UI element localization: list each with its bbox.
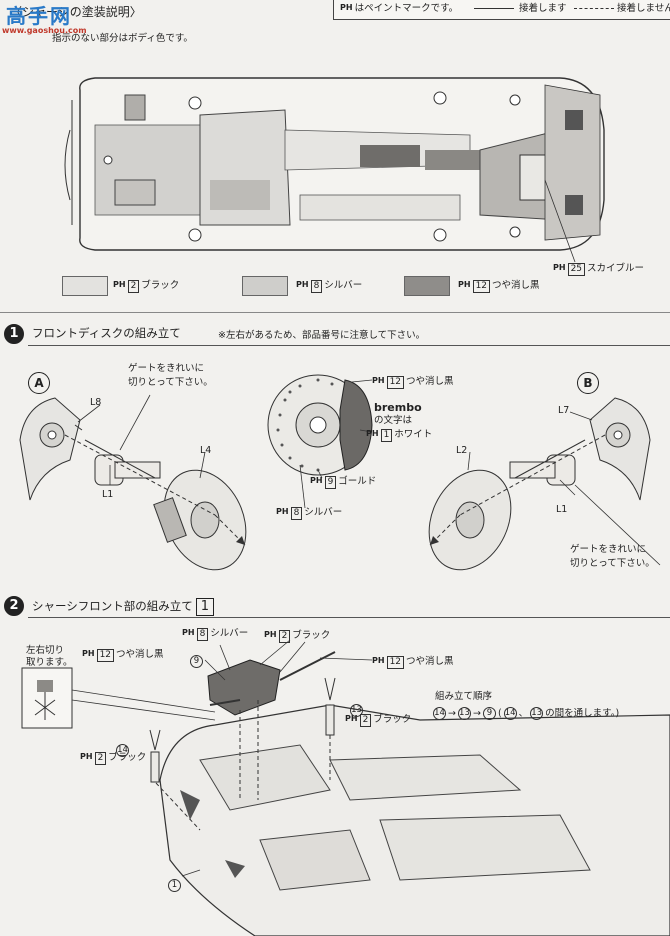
noglue-arrow-icon [574, 8, 614, 9]
side-a-badge: A [28, 372, 50, 394]
part-14: 14 [116, 743, 129, 757]
step1-number: 1 [4, 323, 24, 344]
step2-box: 1 [195, 598, 215, 616]
title-prefix: 〈 [10, 5, 23, 19]
section-title: 〈シャーシの塗装説明〉 [10, 6, 142, 18]
watermark-url: www.gaoshou.com [2, 26, 87, 35]
ph-mark: PH [340, 3, 353, 12]
watermark-logo: 高手网 [6, 4, 72, 28]
step1-title: フロントディスクの組み立て [32, 326, 181, 340]
side-b-badge: B [577, 372, 599, 394]
chassis-diagram [64, 77, 605, 263]
part-1: 1 [168, 872, 181, 892]
legend-noglue: 接着しません [617, 3, 670, 14]
gate-note-left: ゲートをきれいに 切りとって下さい。 [128, 363, 213, 388]
label-l4: L4 [200, 445, 212, 456]
glue-arrow-icon [474, 8, 514, 9]
watermark: 高手网 www.gaoshou.com [0, 0, 87, 44]
order-sequence: 14→ 13→ 9 ( 14、 13 の間を通します。) [433, 707, 620, 720]
swatch-silver [242, 276, 288, 296]
swatch-matte-black [404, 276, 450, 296]
swatch-black [62, 276, 108, 296]
label-l7: L7 [558, 405, 570, 416]
gate-note-right: ゲートをきれいに 切りとって下さい。 [570, 544, 655, 569]
step2-header: 2 [4, 594, 24, 616]
step2-number: 2 [4, 595, 24, 616]
label-l1-right: L1 [556, 504, 568, 515]
body-color-note: 指示のない部分はボディ色です。 [52, 33, 193, 44]
part-13: 13 [350, 703, 363, 717]
brembo-note: の文字は [374, 415, 413, 426]
step1-header: 1 [4, 322, 24, 344]
cut-note: 左右切り 取ります。 [26, 645, 73, 668]
legend-glue: 接着します [519, 3, 567, 14]
label-l1-left: L1 [102, 489, 114, 500]
step1-rule [28, 345, 670, 346]
step2-rule [28, 617, 670, 618]
part-9: 9 [190, 648, 203, 668]
label-l2: L2 [456, 445, 468, 456]
title-text: シャーシの塗装説明〉 [22, 5, 142, 19]
order-title: 組み立て順序 [435, 691, 493, 702]
divider [0, 312, 670, 313]
step1-note: ※左右があるため、部品番号に注意して下さい。 [218, 330, 426, 341]
brembo-label: brembo [374, 401, 422, 414]
label-l8: L8 [90, 397, 102, 408]
